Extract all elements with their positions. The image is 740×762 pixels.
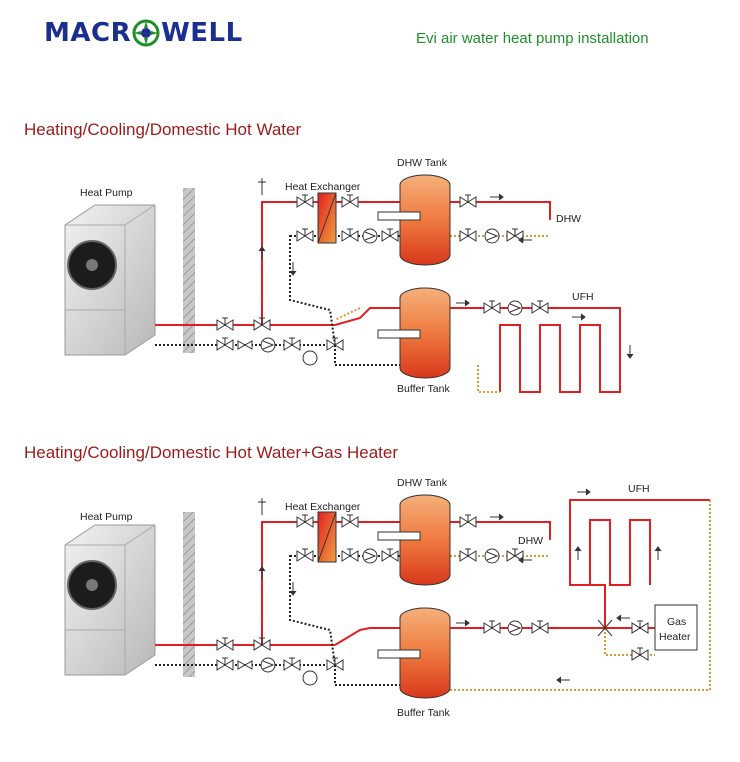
- heat-pump-unit-2: [64, 524, 156, 676]
- section-2-diagram: Heat Pump Heat Exchanger: [64, 477, 711, 719]
- heat-pump-label-1: Heat Pump: [80, 187, 133, 199]
- section-1-diagram: Heat Pump Heat Exchanger: [64, 157, 621, 395]
- return-pipes-orange-2: [450, 500, 711, 691]
- logo-text-left: MACR: [44, 18, 132, 48]
- gas-heater-label-line1: Gas: [667, 616, 686, 628]
- heat-pump-unit-1: [64, 204, 156, 356]
- heat-exchanger-label-2: Heat Exchanger: [285, 501, 361, 513]
- supply-pipes-1: [155, 201, 621, 393]
- heat-exchanger-label-1: Heat Exchanger: [285, 181, 361, 193]
- buffer-tank-label-1: Buffer Tank: [397, 383, 450, 395]
- dhw-label-1: DHW: [556, 213, 581, 225]
- wall-1: [183, 188, 195, 353]
- buffer-tank-2: [377, 607, 451, 699]
- gas-heater: [654, 604, 698, 651]
- flow-arrows: [258, 193, 662, 684]
- heat-pump-label-2: Heat Pump: [80, 511, 133, 523]
- brand-logo: MACR WELL: [44, 16, 243, 50]
- wall-2: [183, 512, 195, 677]
- ufh-label-2: UFH: [628, 483, 650, 495]
- expansion-vessel-2: [302, 670, 318, 686]
- slogan: Evi air water heat pump installation: [416, 30, 649, 47]
- section-title-2: Heating/Cooling/Domestic Hot Water+Gas H…: [24, 443, 398, 462]
- dhw-tank-label-1: DHW Tank: [397, 157, 448, 169]
- dhw-tank-2: [377, 494, 451, 586]
- dhw-tank-1: [377, 174, 451, 266]
- ufh-label-1: UFH: [572, 291, 594, 303]
- expansion-vessel-1: [302, 350, 318, 366]
- logo-wheel-icon: [132, 19, 160, 47]
- dhw-label-2: DHW: [518, 535, 543, 547]
- section-title-1: Heating/Cooling/Domestic Hot Water: [24, 120, 302, 139]
- three-way-valve-2: [597, 619, 613, 637]
- logo-text-right: WELL: [161, 18, 243, 48]
- buffer-tank-1: [377, 287, 451, 379]
- supply-pipes-2: [155, 499, 710, 646]
- gas-heater-label-line2: Heater: [659, 631, 691, 643]
- buffer-tank-label-2: Buffer Tank: [397, 707, 450, 719]
- dhw-tank-label-2: DHW Tank: [397, 477, 448, 489]
